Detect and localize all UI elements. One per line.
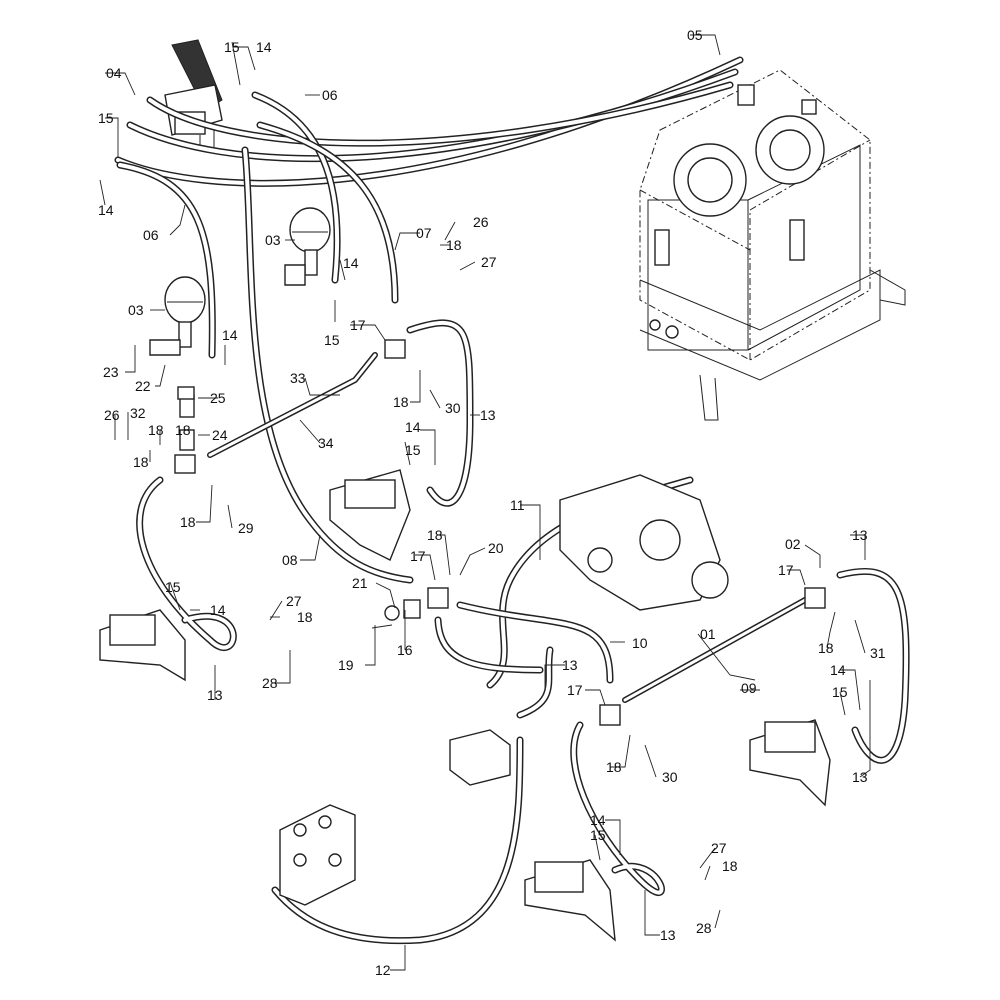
callout-14-caliper-right: 14	[830, 662, 846, 678]
brake-caliper-right	[749, 719, 831, 807]
accumulator-upper	[284, 207, 331, 286]
callout-12: 12	[375, 962, 391, 978]
callout-31: 31	[870, 645, 886, 661]
callout-19: 19	[338, 657, 354, 673]
callout-18-upper-center: 18	[393, 394, 409, 410]
valve-block-center	[449, 729, 511, 786]
callout-14-caliper-left: 14	[210, 602, 226, 618]
callout-09: 09	[741, 680, 757, 696]
callout-08: 08	[282, 552, 298, 568]
callout-16: 16	[397, 642, 413, 658]
callout-17-center: 17	[410, 548, 426, 564]
callout-18-valve: 18	[175, 422, 191, 438]
callout-28-left: 28	[262, 675, 278, 691]
callout-13-right-top: 13	[852, 527, 868, 543]
callout-05: 05	[687, 27, 703, 43]
tee-fittings	[174, 339, 826, 726]
callout-25: 25	[210, 390, 226, 406]
callout-21: 21	[352, 575, 368, 591]
callout-14-left-top: 14	[98, 202, 114, 218]
callout-10: 10	[632, 635, 648, 651]
callout-13-upper: 13	[480, 407, 496, 423]
callout-04: 04	[106, 65, 122, 81]
hoses	[116, 91, 910, 945]
callout-07: 07	[416, 225, 432, 241]
callout-15-caliper-bottom: 15	[590, 827, 606, 843]
callout-18-center: 18	[427, 527, 443, 543]
brake-pedal-valve	[164, 39, 223, 150]
callout-24: 24	[212, 427, 228, 443]
callout-labels: 01 02 03 03 04 05 06 06 07 08 09 10 11 1…	[98, 27, 886, 978]
valve-block-lower	[279, 804, 356, 906]
callout-13-center: 13	[562, 657, 578, 673]
callout-06-upper: 06	[322, 87, 338, 103]
small-fittings	[177, 386, 421, 629]
callout-27-left: 27	[286, 593, 302, 609]
callout-26-top: 26	[473, 214, 489, 230]
rigid-pipes	[207, 352, 808, 703]
callout-18-right: 18	[818, 640, 834, 656]
brake-caliper-upper-center	[329, 469, 411, 561]
callout-15-top: 15	[224, 39, 240, 55]
callout-14-accumulator-lower: 14	[222, 327, 238, 343]
callout-15-caliper-left: 15	[165, 579, 181, 595]
callout-32: 32	[130, 405, 146, 421]
callout-22: 22	[135, 378, 151, 394]
callout-34: 34	[318, 435, 334, 451]
callout-14-caliper-bottom: 14	[590, 812, 606, 828]
callout-11: 11	[510, 497, 525, 513]
callout-15-caliper-center: 15	[405, 442, 421, 458]
callout-02: 02	[785, 536, 801, 552]
callout-14-top: 14	[256, 39, 272, 55]
callout-15-left: 15	[98, 110, 114, 126]
callout-17-right: 17	[778, 562, 794, 578]
callout-13-bottom: 13	[660, 927, 676, 943]
callout-17-lower: 17	[567, 682, 583, 698]
callout-27-bottom: 27	[711, 840, 727, 856]
callout-15-caliper-right: 15	[832, 684, 848, 700]
callout-30-upper: 30	[445, 400, 461, 416]
brake-caliper-bottom	[524, 859, 616, 942]
callout-14-accumulator-upper: 14	[343, 255, 359, 271]
callout-26-left: 26	[104, 407, 120, 423]
callout-23: 23	[103, 364, 119, 380]
callout-03-upper: 03	[265, 232, 281, 248]
brake-caliper-left	[99, 609, 186, 682]
callout-18-left-c: 18	[180, 514, 196, 530]
callout-20: 20	[488, 540, 504, 556]
callout-33: 33	[290, 370, 306, 386]
hydraulic-tank-assembly	[639, 69, 906, 421]
callout-18-left-b: 18	[148, 422, 164, 438]
callout-13-right-lower: 13	[852, 769, 868, 785]
callout-13-left: 13	[207, 687, 223, 703]
callout-14-caliper-center: 14	[405, 419, 421, 435]
callout-28-bottom: 28	[696, 920, 712, 936]
callout-29: 29	[238, 520, 254, 536]
transmission-assembly	[559, 474, 729, 611]
callout-18-top-right: 18	[446, 237, 462, 253]
callout-30-lower: 30	[662, 769, 678, 785]
accumulator-lower	[149, 276, 206, 356]
hose-bundle-to-tank	[114, 56, 744, 187]
leader-lines	[99, 34, 871, 971]
callout-03-lower: 03	[128, 302, 144, 318]
callout-06-lower: 06	[143, 227, 159, 243]
callout-18-caliper-bottom: 18	[722, 858, 738, 874]
callout-15-accumulator-upper: 15	[324, 332, 340, 348]
callout-17-upper: 17	[350, 317, 366, 333]
callout-27-top: 27	[481, 254, 497, 270]
callout-18-left-a: 18	[133, 454, 149, 470]
callout-18-lower: 18	[606, 759, 622, 775]
callout-18-caliper-left: 18	[297, 609, 313, 625]
callout-01: 01	[700, 626, 716, 642]
